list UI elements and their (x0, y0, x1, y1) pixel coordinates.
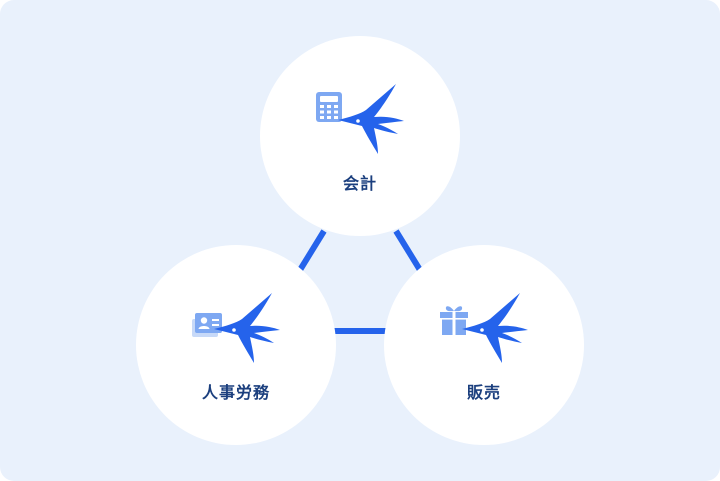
node-sales-icons (440, 293, 530, 365)
gift-icon (440, 306, 468, 335)
id-card-icon (192, 313, 222, 337)
node-hr-icons (192, 293, 282, 365)
node-sales-label: 販売 (466, 383, 501, 402)
node-accounting-label: 会計 (342, 174, 377, 193)
node-hr-label: 人事労務 (201, 383, 270, 402)
calculator-icon (316, 92, 342, 122)
connector-accounting-hr (297, 229, 327, 272)
node-accounting-icons (316, 84, 406, 156)
swallow-icon (214, 293, 280, 363)
connector-accounting-sales (393, 229, 423, 272)
node-hr[interactable]: 人事労務 (136, 245, 336, 445)
swallow-icon (338, 84, 404, 154)
node-sales[interactable]: 販売 (384, 245, 584, 445)
swallow-icon (462, 293, 528, 363)
node-accounting[interactable]: 会計 (260, 36, 460, 236)
